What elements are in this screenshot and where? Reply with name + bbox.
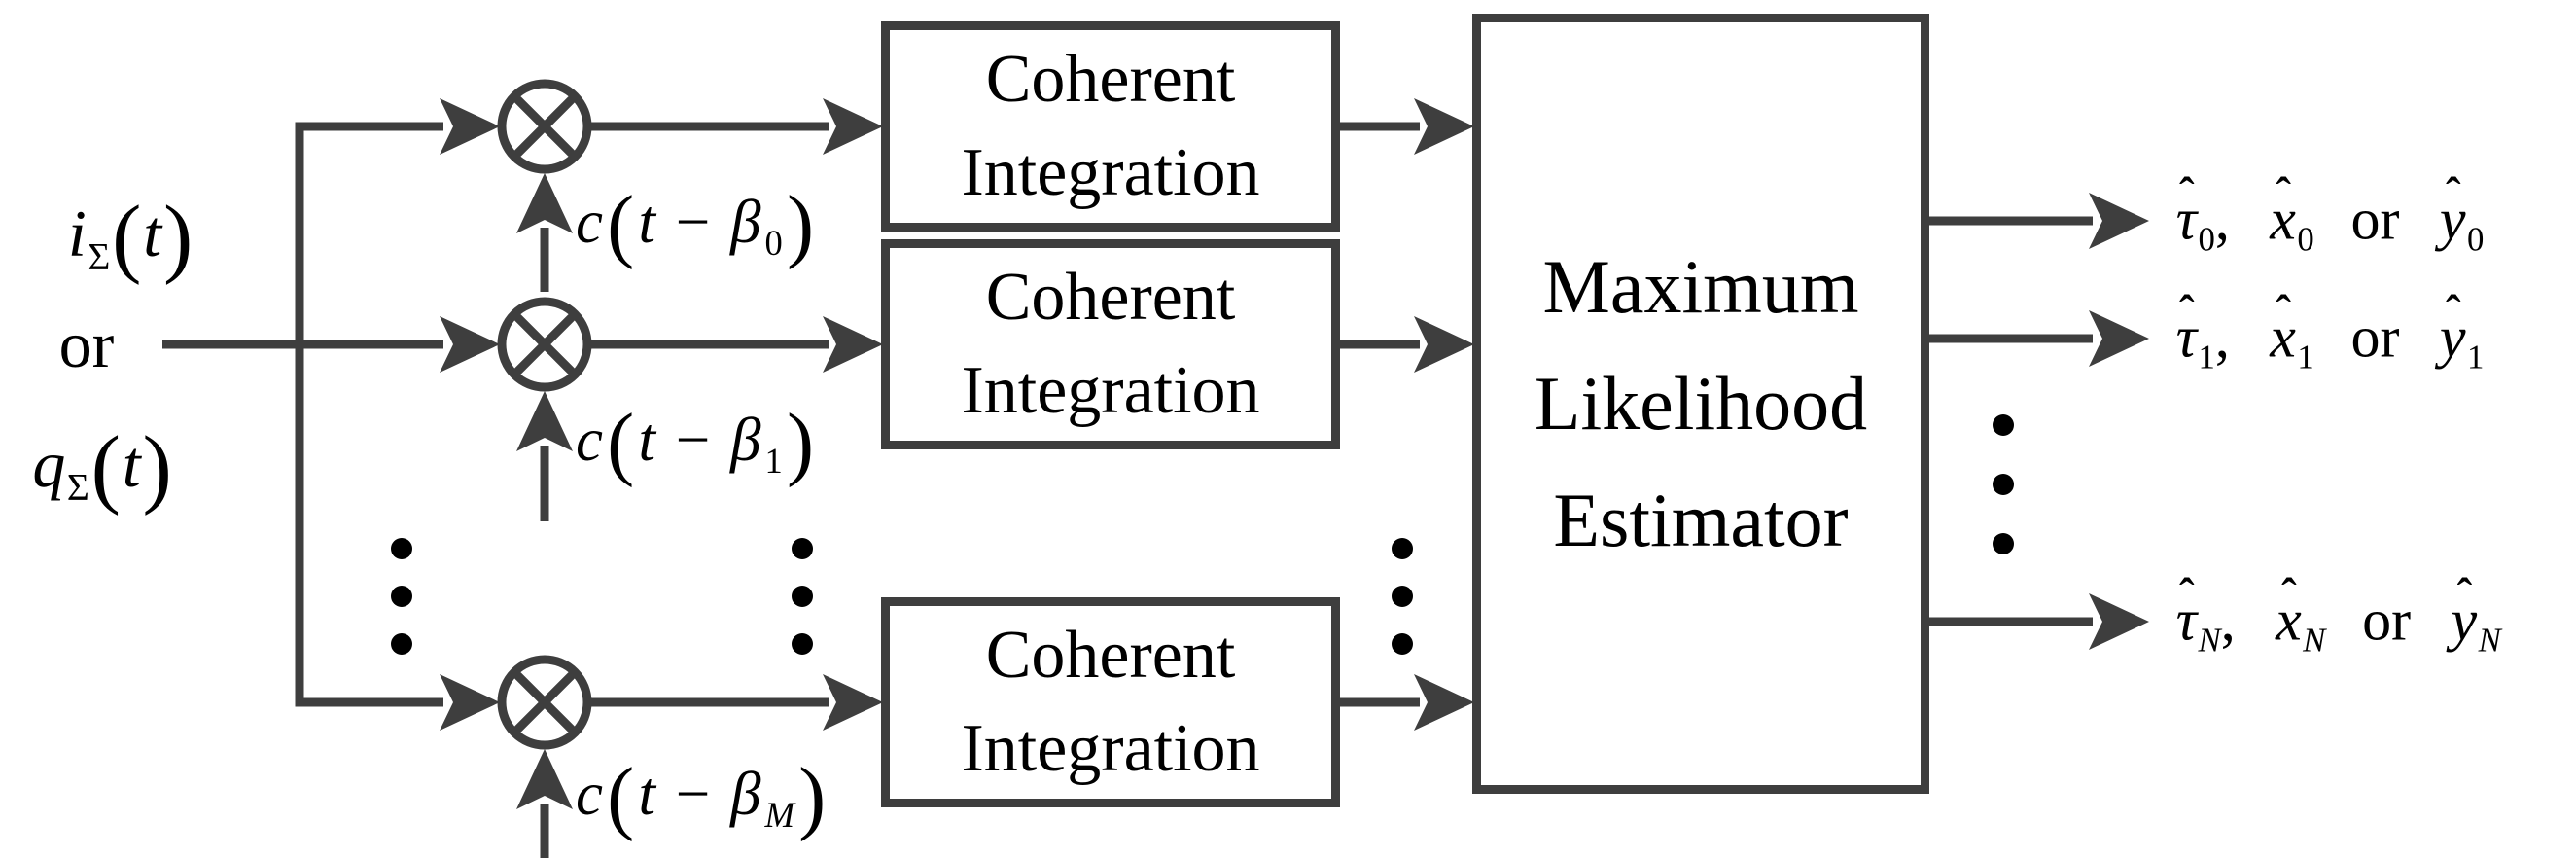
- box-to-mle-arrow-0: [1340, 98, 1474, 155]
- mixer-to-box-arrow-2: [589, 674, 883, 731]
- vdots-branch-column: [391, 538, 412, 655]
- input-or-label: or: [58, 307, 115, 381]
- replica-arrow-0: [516, 173, 573, 292]
- coherent-box-line2: Integration: [961, 353, 1260, 428]
- mle-box: Maximum Likelihood Estimator: [1472, 14, 1929, 794]
- replica-code-label-1: c(t − β1): [576, 397, 817, 488]
- multiplier-icon-1: [497, 297, 592, 392]
- mixer-to-box-arrow-1: [589, 316, 883, 373]
- output-arrow-2: [1925, 593, 2149, 650]
- vdots-replica-column: [792, 538, 813, 655]
- mle-box-line1: Maximum: [1542, 244, 1859, 329]
- multiplier-icon-2: [497, 655, 592, 750]
- replica-code-label-2: c(t − βM): [576, 751, 829, 842]
- box-to-mle-arrow-1: [1340, 316, 1474, 373]
- box-to-mle-arrow-2: [1340, 674, 1474, 731]
- multiplier-icon-0: [497, 79, 592, 174]
- replica-arrow-1: [516, 391, 573, 521]
- coherent-integration-box-1: Coherent Integration: [881, 239, 1340, 449]
- coherent-integration-box-0: Coherent Integration: [881, 21, 1340, 232]
- vdots-output-column: [1993, 414, 2014, 554]
- mixer-to-box-arrow-0: [589, 98, 883, 155]
- arrowhead-into-multiplier-1: [440, 316, 500, 373]
- replica-arrow-2: [516, 749, 573, 858]
- mle-box-line3: Estimator: [1553, 478, 1849, 562]
- output-arrow-0: [1925, 193, 2149, 249]
- input-signal-q-label: qΣ(t): [32, 417, 172, 517]
- replica-code-label-0: c(t − β0): [576, 179, 817, 270]
- coherent-box-line1: Coherent: [985, 42, 1236, 117]
- output-arrow-1: [1925, 310, 2149, 367]
- arrowhead-into-multiplier-2: [440, 674, 500, 731]
- mle-box-line2: Likelihood: [1534, 361, 1868, 446]
- vdots-pre-mle-column: [1392, 538, 1413, 655]
- coherent-box-line1: Coherent: [985, 618, 1236, 693]
- input-signal-i-label: iΣ(t): [67, 187, 194, 286]
- coherent-box-line1: Coherent: [985, 260, 1236, 335]
- coherent-box-line2: Integration: [961, 135, 1260, 210]
- coherent-integration-box-2: Coherent Integration: [881, 597, 1340, 807]
- coherent-box-line2: Integration: [961, 711, 1260, 786]
- arrowhead-into-multiplier-0: [440, 98, 500, 155]
